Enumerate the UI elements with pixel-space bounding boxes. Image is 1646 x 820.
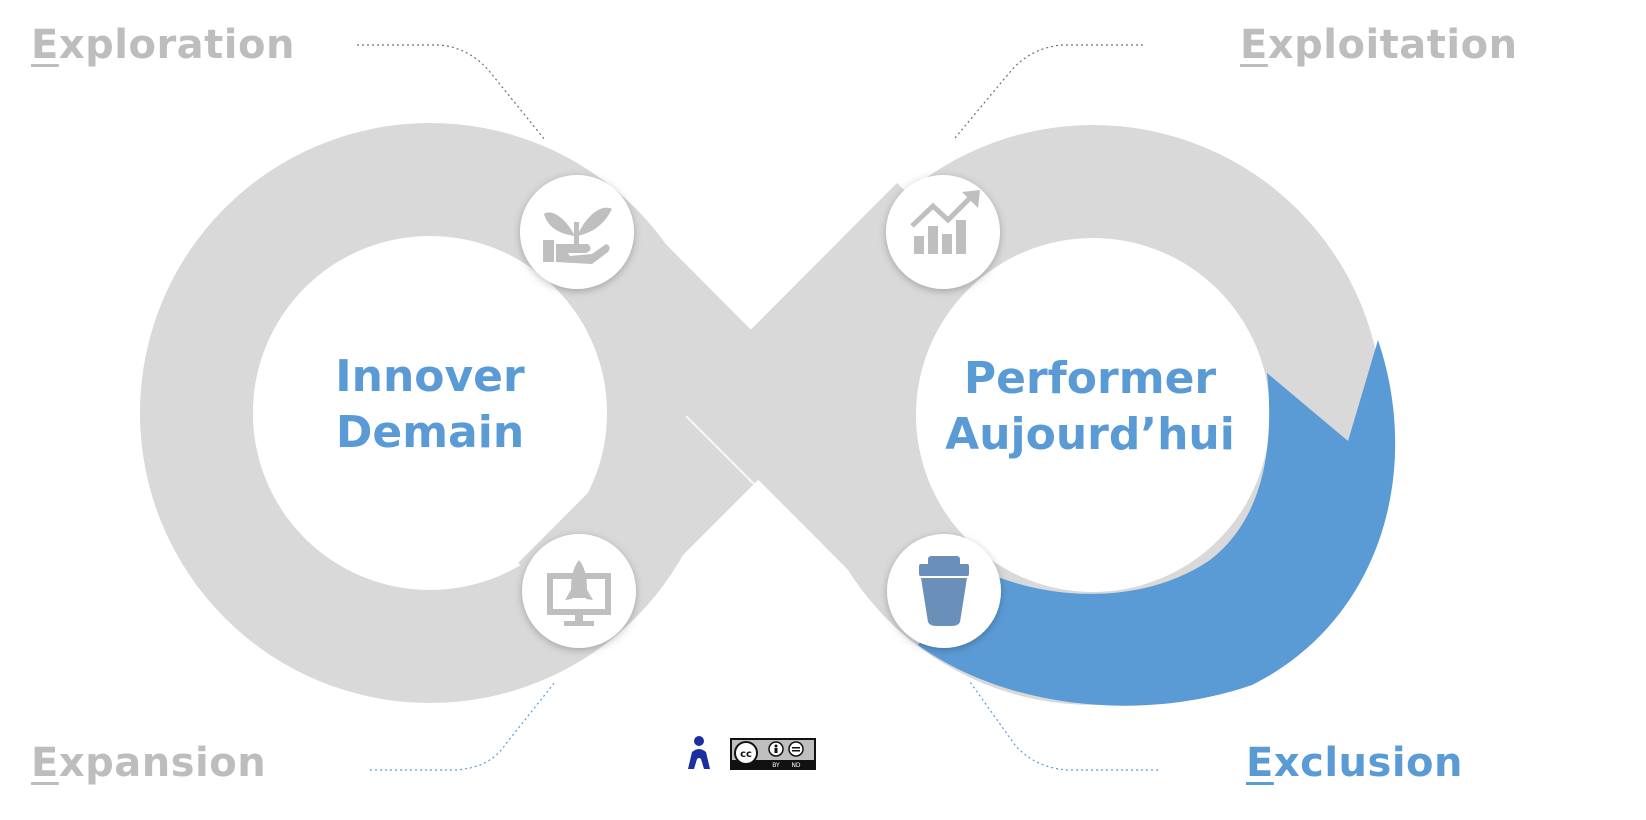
cc-mark: cc: [740, 749, 752, 760]
band-rising: [518, 183, 976, 640]
left-loop-title: Innover Demain: [335, 351, 525, 458]
label-exploitation: Exploitation: [1240, 22, 1518, 68]
right-loop-title: Performer Aujourd’hui: [945, 353, 1235, 460]
cc-license-badge: cc BY ND: [730, 738, 816, 770]
leader-expansion: [370, 681, 556, 771]
nd-label: ND: [791, 762, 800, 768]
author-logo: [688, 736, 710, 769]
icon-node-plant: [520, 175, 634, 289]
label-exploration: Exploration: [31, 22, 295, 68]
icon-node-trash: [887, 534, 1001, 648]
label-expansion: Expansion: [31, 740, 267, 786]
by-label: BY: [772, 762, 780, 768]
growth-chart-icon: [910, 190, 980, 254]
leader-exploitation: [954, 44, 1143, 139]
exclusion-arrow: [918, 340, 1396, 706]
trash-bin-icon: [919, 556, 969, 626]
label-exclusion: Exclusion: [1246, 740, 1464, 786]
icon-node-chart: [886, 175, 1000, 289]
leader-exploration: [357, 44, 546, 141]
rocket-monitor-icon: [547, 560, 611, 626]
leader-exclusion: [969, 681, 1158, 771]
nd-icon: [788, 741, 804, 757]
plant-in-hand-icon: [543, 207, 612, 264]
icon-node-rocket: [522, 534, 636, 648]
